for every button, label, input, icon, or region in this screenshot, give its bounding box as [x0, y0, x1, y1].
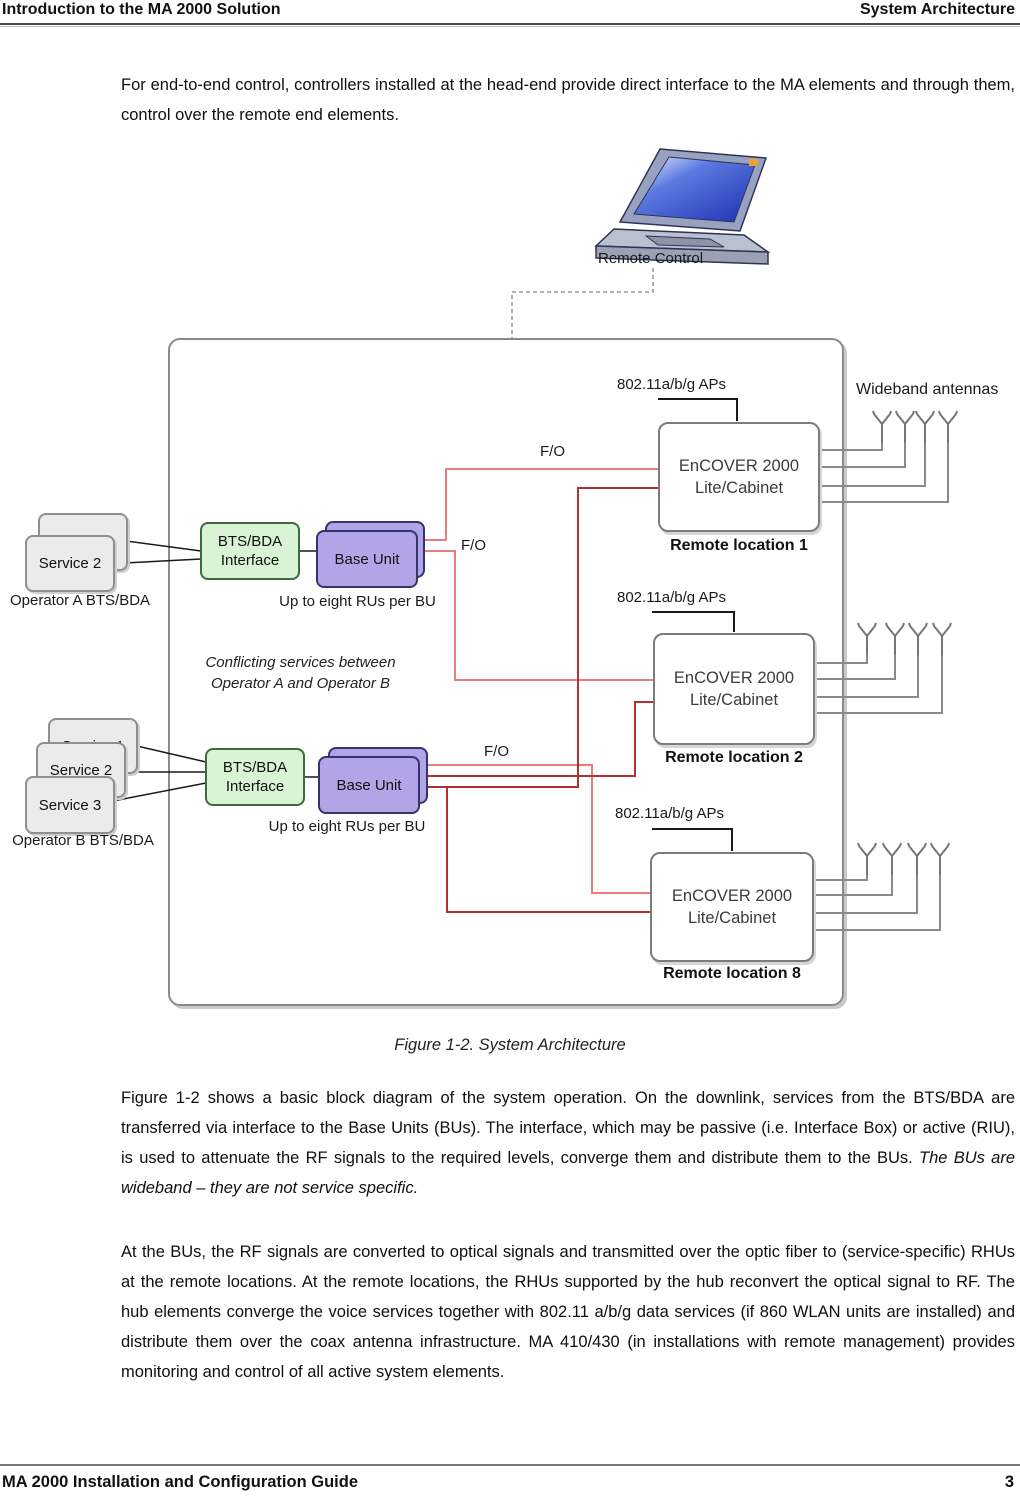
service-a2-label: Service 2: [38, 555, 102, 572]
remote-location-8-label: Remote location 8: [663, 965, 801, 982]
header-rule-shadow: [0, 26, 1020, 27]
system-boundary-box: [168, 338, 844, 1006]
ap-label-1: 802.11a/b/g APs: [617, 376, 726, 393]
fo-label-3: F/O: [484, 743, 509, 760]
paragraph-2-main: Figure 1-2 shows a basic block diagram o…: [121, 1089, 1015, 1167]
ap-label-2: 802.11a/b/g APs: [617, 589, 726, 606]
encover-3-line2: Lite/Cabinet: [687, 909, 777, 927]
service-b3-label: Service 3: [38, 796, 102, 814]
service-connector-lines: [112, 540, 320, 802]
intro-paragraph: For end-to-end control, controllers inst…: [121, 76, 1015, 124]
encover-1-line1: EnCOVER 2000: [678, 456, 800, 475]
bts-bda-a-line2: Interface: [220, 552, 280, 569]
ap-label-3: 802.11a/b/g APs: [615, 805, 724, 822]
body-paragraph-2: Figure 1-2 shows a basic block diagram o…: [121, 1083, 1015, 1203]
fiber-lines-crimson: [422, 487, 658, 913]
header-rule: [0, 23, 1020, 25]
remote-location-1-label: Remote location 1: [670, 537, 808, 554]
remote-control-label: Remote Control: [598, 250, 704, 267]
wideband-antennas-label: Wideband antennas: [856, 381, 999, 398]
antenna-icon-group-1: [872, 410, 958, 444]
body-paragraph-3: At the BUs, the RF signals are converted…: [121, 1243, 1015, 1381]
rus-note-a: Up to eight RUs per BU: [279, 593, 436, 610]
antenna-feed-lines: [812, 443, 949, 931]
paragraph-2-italic: The BUs are wideband – they are not serv…: [121, 1149, 1016, 1197]
base-unit-a: Base Unit: [316, 530, 418, 588]
footer-rule: [0, 1464, 1020, 1466]
operator-b-label: Operator B BTS/BDA: [12, 832, 154, 849]
encover-2-line2: Lite/Cabinet: [689, 691, 779, 709]
footer-page-number: 3: [1004, 1473, 1014, 1491]
fo-label-2: F/O: [461, 537, 486, 554]
conflict-note-line1: Conflicting services between: [205, 654, 396, 671]
conflict-note-line2: Operator A and Operator B: [211, 675, 390, 692]
base-unit-b: Base Unit: [318, 756, 420, 814]
figure-caption: Figure 1-2. System Architecture: [394, 1036, 626, 1054]
bts-bda-b-line2: Interface: [225, 778, 285, 795]
service-b2-label: Service 2: [49, 761, 113, 779]
remote-location-2-label: Remote location 2: [665, 749, 803, 766]
base-unit-a-label: Base Unit: [334, 550, 400, 568]
encover-3-line1: EnCOVER 2000: [671, 886, 793, 905]
service-box-a2: Service 2: [25, 535, 115, 592]
encover-2-line1: EnCOVER 2000: [673, 668, 795, 687]
fiber-lines-pink: [420, 468, 658, 894]
bts-bda-b-line1: BTS/BDA: [222, 758, 288, 776]
ap-link-lines: [652, 398, 738, 851]
rus-note-b: Up to eight RUs per BU: [268, 818, 426, 835]
conflict-note: Conflicting services between Operator A …: [193, 652, 408, 694]
bts-bda-interface-a: BTS/BDA Interface: [200, 522, 300, 580]
encover-1-line2: Lite/Cabinet: [694, 479, 784, 497]
operator-a-label: Operator A BTS/BDA: [9, 592, 151, 609]
base-unit-b-label: Base Unit: [336, 776, 402, 794]
footer-title: MA 2000 Installation and Configuration G…: [2, 1473, 358, 1491]
laptop-icon: [594, 148, 771, 265]
header-title-right: System Architecture: [859, 1, 1015, 18]
bts-bda-interface-b: BTS/BDA Interface: [205, 748, 305, 806]
header-title-left: Introduction to the MA 2000 Solution: [2, 1, 281, 18]
bts-bda-a-line1: BTS/BDA: [217, 532, 283, 550]
fo-label-1: F/O: [540, 443, 565, 460]
service-box-b3: Service 3: [25, 776, 115, 834]
antenna-icon-group-3: [857, 842, 950, 876]
dashed-connector-line: [511, 268, 654, 338]
antenna-icon-group-2: [857, 622, 952, 656]
